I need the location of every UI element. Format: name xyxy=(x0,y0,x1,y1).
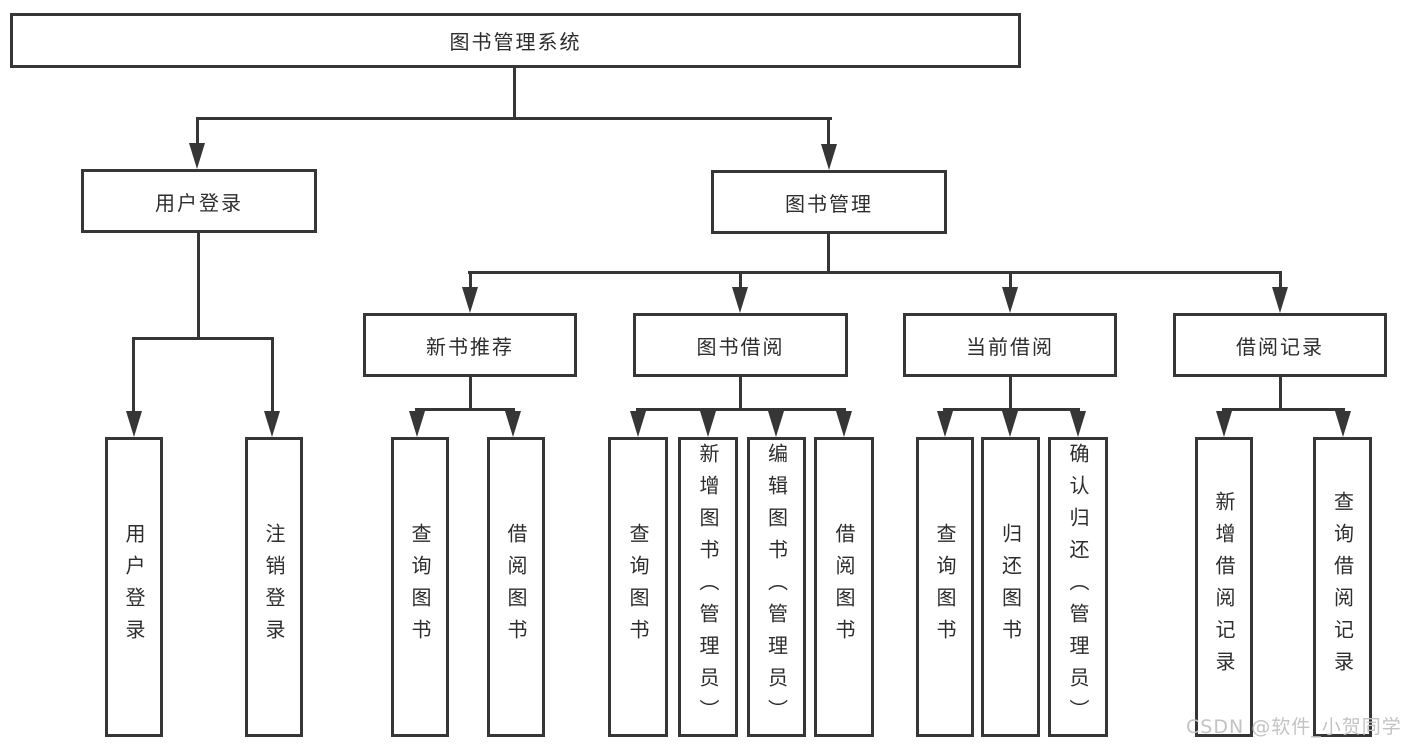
node-label: 图书借阅 xyxy=(696,334,785,359)
leaf-label: 注销登录 xyxy=(262,523,286,651)
connector-to-book-borrow xyxy=(739,271,742,289)
connector-to-leaf-user-login xyxy=(132,337,135,413)
node-label: 新书推荐 xyxy=(426,334,514,359)
arrow-down-icon xyxy=(768,411,784,437)
arrow-down-icon xyxy=(126,411,142,437)
leaf-label: 查询借阅记录 xyxy=(1330,491,1355,683)
connector-root-bar xyxy=(196,117,832,120)
leaf-label: 借阅图书 xyxy=(832,523,856,651)
leaf-label: 查询图书 xyxy=(408,523,432,651)
leaf-label: 归还图书 xyxy=(998,523,1023,651)
leaf-query-book-current: 查询图书 xyxy=(916,437,974,737)
connector-book-mgmt-bar xyxy=(468,271,1282,274)
node-book-borrowing: 图书借阅 xyxy=(633,313,848,377)
leaf-label: 编辑图书（管理员） xyxy=(764,443,789,731)
arrow-down-icon xyxy=(462,287,478,313)
connector-to-borrow-record xyxy=(1279,271,1282,289)
connector-new-book-bar xyxy=(415,408,515,411)
connector-user-login-stem xyxy=(197,233,200,340)
csdn-watermark: CSDN @软件_小贺同学 xyxy=(1186,716,1402,738)
arrow-down-icon xyxy=(732,287,748,313)
arrow-down-icon xyxy=(1335,411,1351,437)
arrow-down-icon xyxy=(1070,411,1086,437)
arrow-down-icon xyxy=(409,411,425,437)
leaf-label: 查询图书 xyxy=(933,523,957,651)
leaf-label: 查询图书 xyxy=(626,523,650,651)
arrow-down-icon xyxy=(189,143,205,169)
arrow-down-icon xyxy=(700,411,716,437)
leaf-logout: 注销登录 xyxy=(245,437,303,737)
leaf-query-book-borrowing: 查询图书 xyxy=(608,437,668,737)
leaf-borrow-book: 借阅图书 xyxy=(814,437,874,737)
leaf-add-book-admin: 新增图书（管理员） xyxy=(678,437,738,737)
arrow-down-icon xyxy=(1002,287,1018,313)
connector-to-leaf-logout xyxy=(271,337,274,413)
leaf-add-borrow-record: 新增借阅记录 xyxy=(1195,437,1253,737)
arrow-down-icon xyxy=(505,411,521,437)
connector-book-borrow-stem xyxy=(739,377,742,408)
connector-book-borrow-bar xyxy=(636,408,846,411)
connector-root-stem xyxy=(513,68,516,117)
connector-borrow-record-bar xyxy=(1222,408,1345,411)
leaf-label: 新增图书（管理员） xyxy=(696,443,720,731)
connector-current-borrow-bar xyxy=(943,408,1080,411)
arrow-down-icon xyxy=(630,411,646,437)
connector-to-current-borrow xyxy=(1009,271,1012,289)
node-label: 当前借阅 xyxy=(966,334,1054,359)
node-new-book-recommend: 新书推荐 xyxy=(363,313,577,377)
arrow-down-icon xyxy=(1002,411,1018,437)
node-borrowing-records: 借阅记录 xyxy=(1173,313,1387,377)
leaf-user-login: 用户登录 xyxy=(105,437,163,737)
leaf-confirm-return-admin: 确认归还（管理员） xyxy=(1048,437,1108,737)
node-label: 图书管理 xyxy=(785,191,873,216)
leaf-edit-book-admin: 编辑图书（管理员） xyxy=(747,437,806,737)
arrow-down-icon xyxy=(1216,411,1232,437)
arrow-down-icon xyxy=(1272,287,1288,313)
leaf-query-book-recommend: 查询图书 xyxy=(391,437,449,737)
leaf-label: 确认归还（管理员） xyxy=(1066,443,1090,731)
connector-user-login-bar xyxy=(132,337,274,340)
connector-borrow-record-stem xyxy=(1279,377,1282,408)
arrow-down-icon xyxy=(264,411,280,437)
node-library-management-system: 图书管理系统 xyxy=(10,13,1021,68)
leaf-label: 新增借阅记录 xyxy=(1212,491,1236,683)
node-user-login: 用户登录 xyxy=(81,169,317,233)
arrow-down-icon xyxy=(821,144,837,170)
node-book-management: 图书管理 xyxy=(711,170,947,234)
leaf-query-borrow-record: 查询借阅记录 xyxy=(1313,437,1372,737)
connector-current-borrow-stem xyxy=(1009,377,1012,408)
node-current-borrowing: 当前借阅 xyxy=(903,313,1117,377)
leaf-label: 用户登录 xyxy=(122,523,146,651)
node-label: 用户登录 xyxy=(155,190,243,215)
node-label: 借阅记录 xyxy=(1236,334,1324,359)
leaf-label: 借阅图书 xyxy=(504,523,528,651)
arrow-down-icon xyxy=(836,411,852,437)
connector-new-book-stem xyxy=(469,377,472,408)
node-label: 图书管理系统 xyxy=(449,30,582,54)
connector-to-book-management xyxy=(827,117,830,145)
leaf-return-book: 归还图书 xyxy=(981,437,1040,737)
connector-to-new-book xyxy=(469,271,472,289)
connector-to-user-login xyxy=(196,117,199,145)
leaf-borrow-book-recommend: 借阅图书 xyxy=(487,437,545,737)
connector-book-mgmt-stem xyxy=(827,234,830,271)
arrow-down-icon xyxy=(937,411,953,437)
